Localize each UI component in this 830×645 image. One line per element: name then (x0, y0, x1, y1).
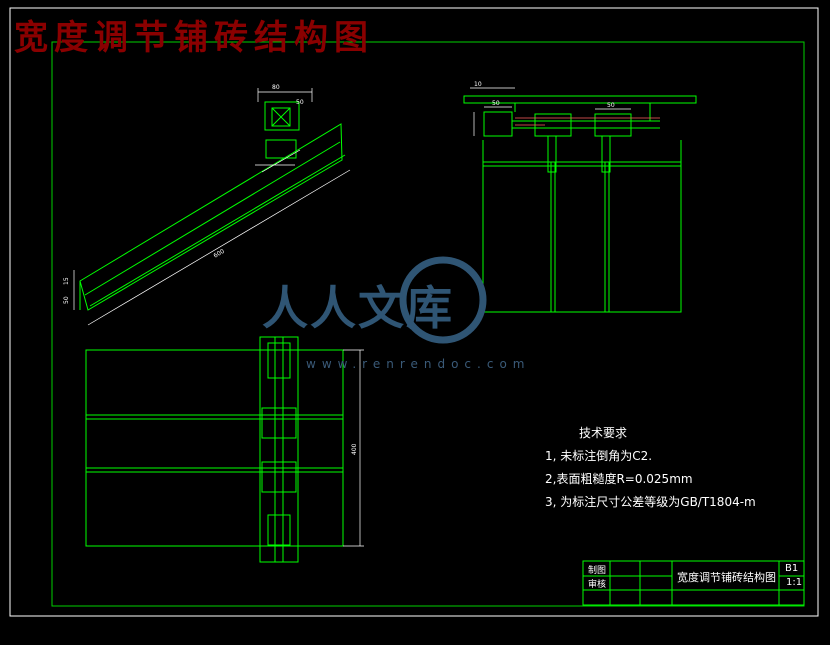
title-block-name: 宽度调节铺砖结构图 (677, 571, 776, 584)
plan-view (85, 336, 344, 563)
dim-side-h2: 50 (63, 296, 70, 304)
dim-right-b: 50 (492, 100, 500, 107)
plan-view-dims (343, 349, 364, 547)
technical-notes: 技术要求 1, 未标注倒角为C2. 2,表面粗糙度R=0.025mm 3, 为标… (545, 422, 756, 514)
center-rail (259, 336, 299, 563)
bracket-top (264, 101, 300, 131)
bracket-lower (265, 139, 297, 159)
front-view-accent (515, 117, 660, 126)
title-block-frame (582, 560, 805, 606)
bracket-inner (271, 107, 291, 127)
dim-top-b: 50 (296, 99, 304, 106)
dim-side-length: 600 (212, 248, 226, 260)
drawing-title-banner: 宽度调节铺砖结构图 (14, 18, 374, 58)
watermark-ring (399, 256, 487, 344)
dim-side-h1: 15 (63, 277, 70, 285)
plate-lower-line (89, 154, 346, 307)
title-block-check: 审核 (588, 580, 607, 590)
side-view (79, 101, 346, 311)
notes-heading: 技术要求 (579, 426, 628, 440)
dim-plan-height: 400 (351, 443, 358, 455)
dim-right-c: 50 (607, 102, 615, 109)
watermark-text: 人人文库 (262, 281, 454, 335)
note-item: 2,表面粗糙度R=0.025mm (545, 472, 693, 486)
outer-border (9, 7, 819, 617)
inner-frame (51, 41, 805, 607)
title-block-drawn: 制图 (588, 566, 607, 576)
title-block-scale: 1:1 (786, 577, 803, 588)
plan-outline (85, 349, 344, 547)
left-block (483, 111, 513, 137)
slider-b (594, 113, 632, 137)
watermark-url: www.renrendoc.com (306, 357, 531, 371)
inclined-plate (79, 123, 343, 311)
note-item: 3, 为标注尺寸公差等级为GB/T1804-m (545, 495, 756, 509)
plate-inner-line (84, 141, 341, 296)
front-view-dims (470, 87, 631, 136)
dim-right-a: 10 (474, 81, 482, 88)
dim-top-a: 80 (272, 84, 280, 91)
front-body (482, 161, 682, 313)
side-view-dims (73, 88, 351, 326)
title-block-sheet: B1 (785, 563, 799, 574)
top-rail (463, 95, 697, 104)
front-view (463, 95, 697, 313)
note-item: 1, 未标注倒角为C2. (545, 449, 653, 463)
